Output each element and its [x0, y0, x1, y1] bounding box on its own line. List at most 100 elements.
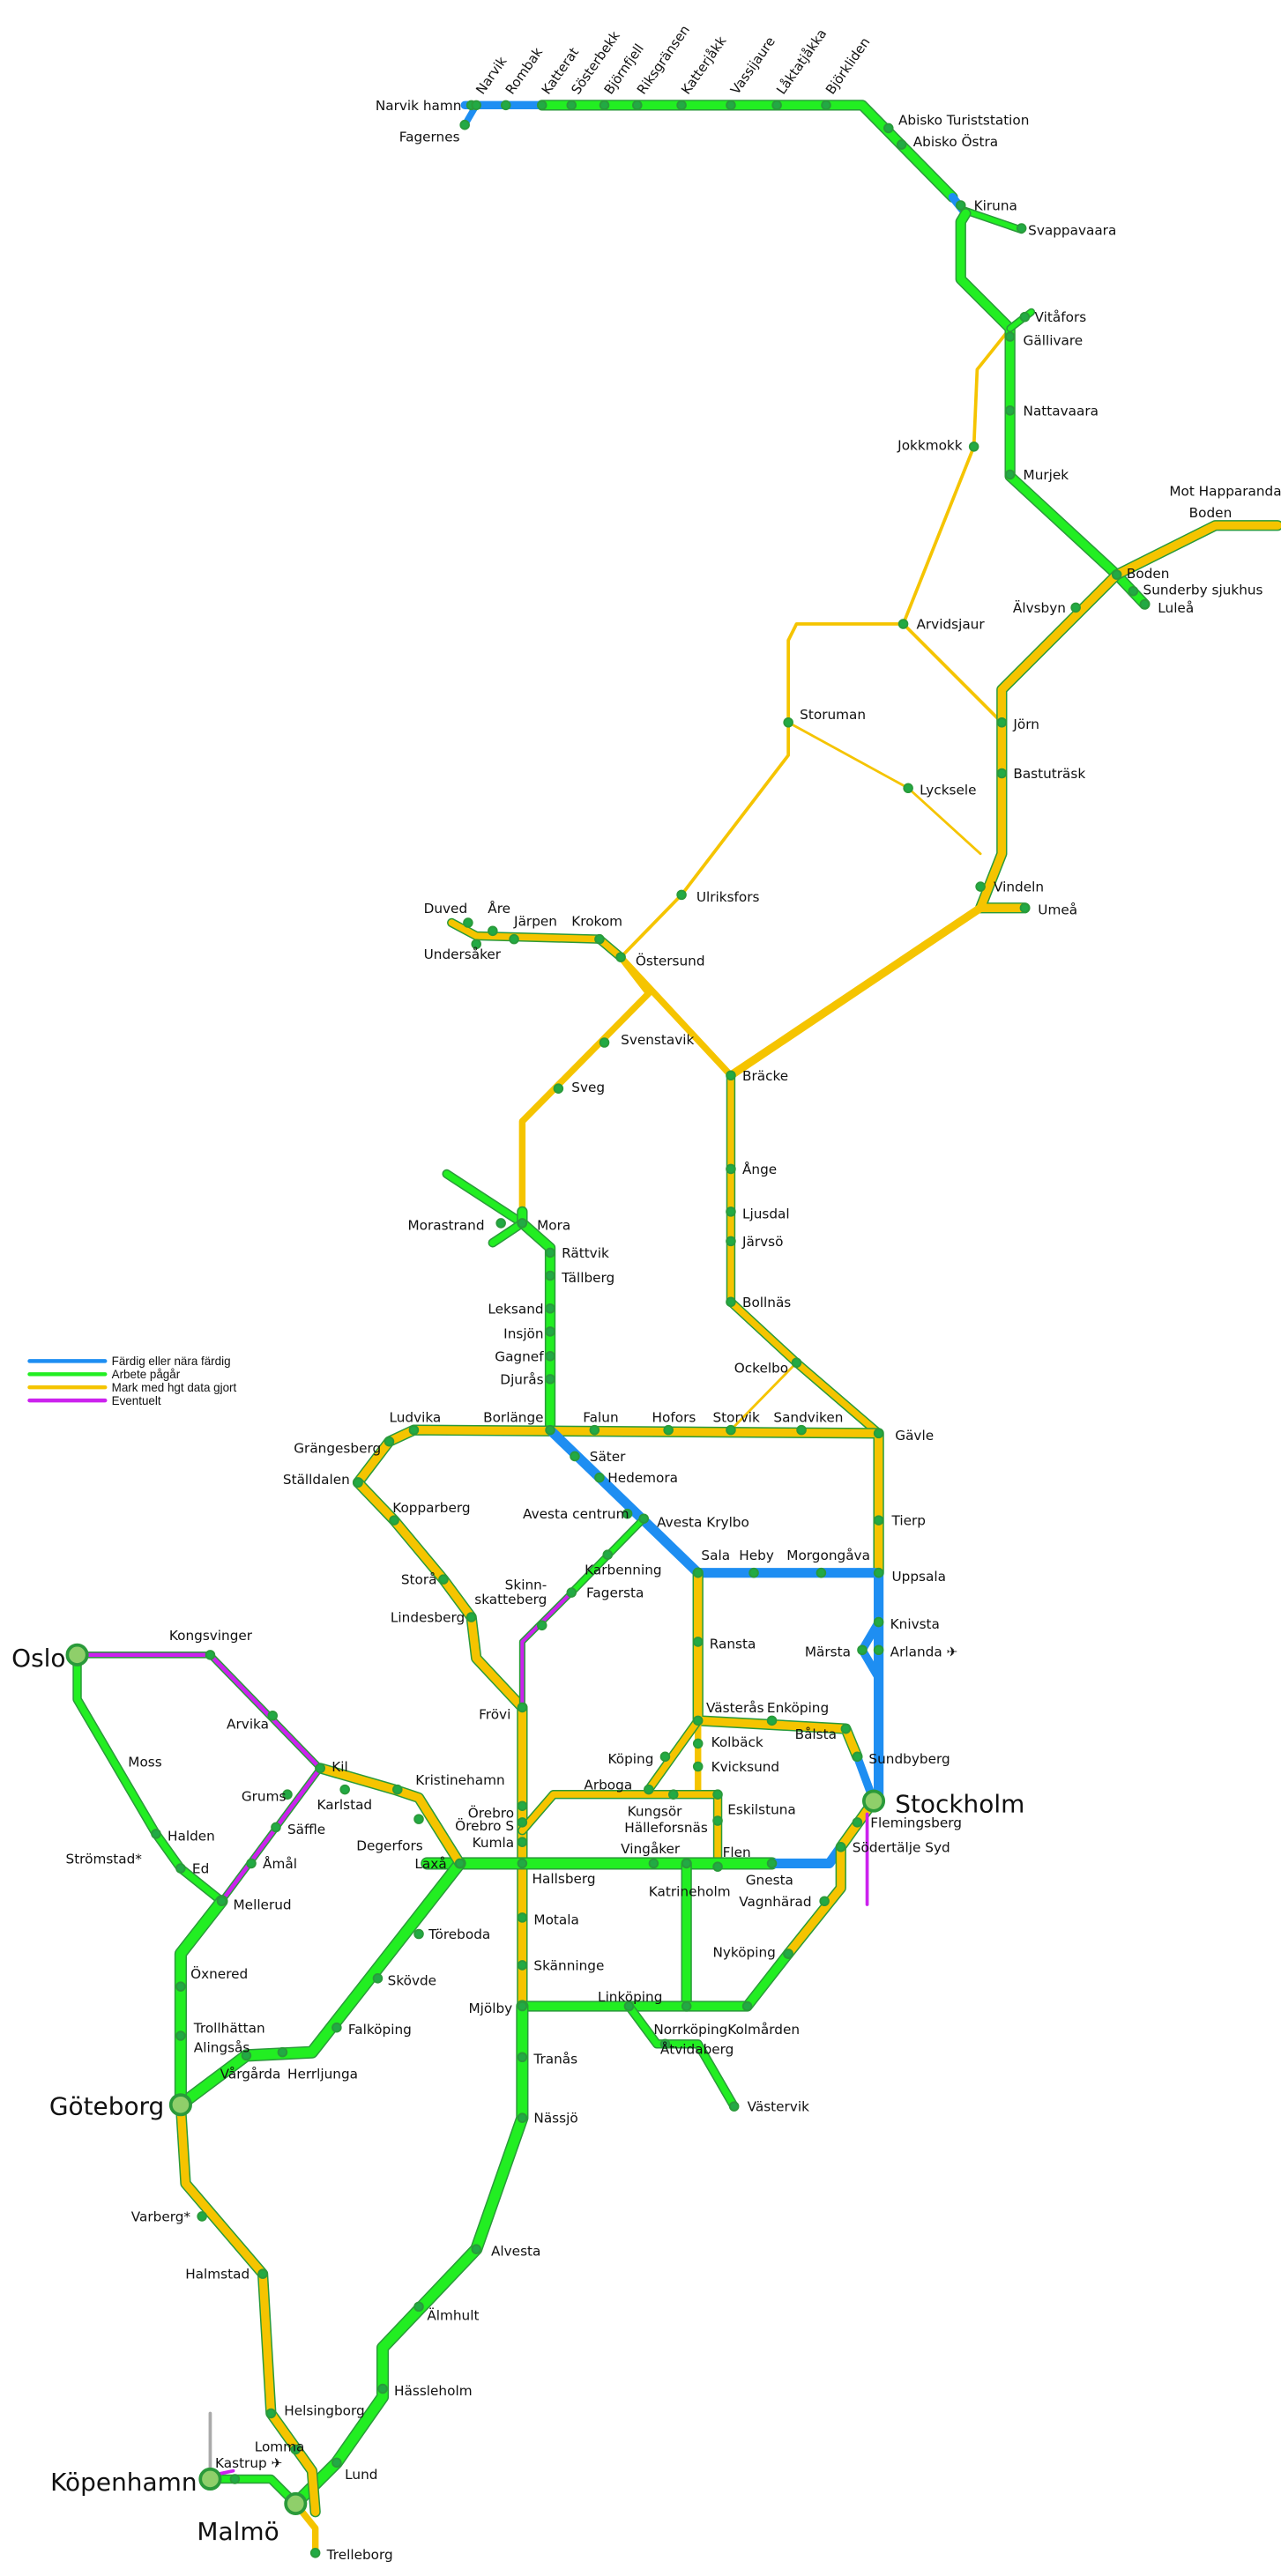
station-bålsta-dot[interactable] [840, 1723, 852, 1734]
station-björkliden-label[interactable]: Björkliden [823, 34, 874, 97]
station-katterjåkk-label[interactable]: Katterjåkk [678, 33, 730, 97]
station-göteborg-label[interactable]: Göteborg [49, 2091, 164, 2120]
station-åtvidaberg-label[interactable]: Åtvidaberg [660, 2041, 734, 2058]
station-säter-dot[interactable] [570, 1451, 580, 1462]
station-lomma-label[interactable]: Lomma [255, 2439, 305, 2454]
station-töreboda-dot[interactable] [413, 1928, 424, 1940]
station-vindeln-label[interactable]: Vindeln [994, 880, 1044, 895]
station-varberg-dot[interactable] [197, 2211, 207, 2222]
station-södertälje-syd-dot[interactable] [835, 1842, 846, 1852]
station-bastuträsk-dot[interactable] [996, 768, 1008, 779]
station-riksgränsen-dot[interactable] [631, 100, 643, 111]
station-leksand-dot[interactable] [545, 1303, 555, 1314]
station-nyköping-dot[interactable] [783, 1949, 793, 1959]
station-töreboda-label[interactable]: Töreboda [428, 1926, 490, 1942]
station-tierp-dot[interactable] [873, 1515, 884, 1526]
station-luleå-label[interactable]: Luleå [1158, 600, 1194, 616]
station-arboga-label[interactable]: Arboga [584, 1778, 632, 1793]
station-kopparberg-label[interactable]: Kopparberg [392, 1500, 470, 1516]
station-hälleforsnäs-label[interactable]: Hälleforsnäs [624, 1820, 708, 1836]
station-rättvik-label[interactable]: Rättvik [562, 1245, 609, 1261]
station-åre-dot[interactable] [488, 925, 498, 937]
station-ockelbo-label[interactable]: Ockelbo [734, 1360, 788, 1376]
station-skänninge-label[interactable]: Skänninge [533, 1958, 604, 1974]
station-nattavaara-label[interactable]: Nattavaara [1024, 403, 1099, 419]
station-hallsberg-label[interactable]: Hallsberg [533, 1871, 596, 1887]
station-gagnef-label[interactable]: Gagnef [495, 1348, 544, 1364]
station-falköping-label[interactable]: Falköping [348, 2022, 412, 2038]
station-halmstad-label[interactable]: Halmstad [185, 2267, 249, 2283]
station-kongsvinger-dot[interactable] [205, 1650, 216, 1660]
station-uppsala-label[interactable]: Uppsala [892, 1569, 946, 1585]
station-ställdalen-label[interactable]: Ställdalen [283, 1472, 350, 1488]
station-arboga-dot[interactable] [644, 1784, 654, 1795]
station-arvidsjaur-dot[interactable] [897, 619, 909, 629]
station-älvsbyn-dot[interactable] [1070, 602, 1081, 613]
station-undersåker-label[interactable]: Undersåker [424, 947, 502, 962]
station-gnesta-dot[interactable] [766, 1858, 778, 1869]
station-kristinehamn-label[interactable]: Kristinehamn [415, 1772, 504, 1788]
station-kumla-dot[interactable] [517, 1837, 528, 1847]
station-säter-label[interactable]: Säter [590, 1449, 626, 1465]
station-helsingborg-dot[interactable] [265, 2408, 277, 2419]
station-linköping-dot[interactable] [623, 2001, 635, 2012]
station-heby-label[interactable]: Heby [739, 1548, 774, 1563]
station-fagersta-label[interactable]: Fagersta [586, 1585, 644, 1601]
station-nyköping-label[interactable]: Nyköping [712, 1945, 775, 1961]
station-degerfors-dot[interactable] [413, 1814, 424, 1824]
station-malmö-label[interactable]: Malmö [197, 2517, 279, 2546]
station-undersåker-dot[interactable] [471, 939, 481, 950]
station-vagnhärad-label[interactable]: Vagnhärad [739, 1894, 811, 1910]
station-grängesberg-label[interactable]: Grängesberg [294, 1441, 381, 1457]
station-trelleborg-dot[interactable] [309, 2548, 321, 2558]
station-umeå-dot[interactable] [1019, 902, 1031, 914]
station-stockholm-label[interactable]: Stockholm [895, 1790, 1024, 1819]
station-säffle-dot[interactable] [271, 1822, 281, 1833]
station-ulriksfors-dot[interactable] [676, 889, 687, 901]
station-västerås-label[interactable]: Västerås [706, 1700, 764, 1716]
station-vassijaure-dot[interactable] [726, 100, 736, 111]
station-borlänge-label[interactable]: Borlänge [483, 1409, 543, 1425]
station-skövde-dot[interactable] [372, 1973, 384, 1984]
station-oslo-dot[interactable] [65, 1643, 89, 1667]
station-frövi-label[interactable]: Frövi [479, 1706, 510, 1722]
station-ulriksfors-label[interactable]: Ulriksfors [696, 889, 760, 905]
station-kolbäck-label[interactable]: Kolbäck [711, 1734, 763, 1750]
station-köpenhamn-dot[interactable] [198, 2467, 222, 2491]
station-laxå-dot[interactable] [454, 1858, 465, 1869]
station-göteborg-dot[interactable] [168, 2093, 192, 2117]
station-sandviken-label[interactable]: Sandviken [773, 1409, 843, 1425]
station-storå-dot[interactable] [438, 1574, 449, 1585]
station-lindesberg-label[interactable]: Lindesberg [391, 1610, 465, 1626]
station-gällivare-dot[interactable] [1004, 331, 1016, 342]
station-narvik-dot[interactable] [471, 100, 481, 111]
station-ed-dot[interactable] [175, 1863, 186, 1874]
station-abisko-turiststation-label[interactable]: Abisko Turiststation [898, 113, 1030, 129]
station-halden-label[interactable]: Halden [168, 1828, 215, 1844]
station-duved-dot[interactable] [463, 917, 473, 928]
station-bräcke-label[interactable]: Bräcke [742, 1068, 788, 1084]
station-mora-dot[interactable] [517, 1218, 528, 1229]
station-björnfjell-dot[interactable] [599, 100, 610, 111]
station-järvsö-dot[interactable] [726, 1236, 736, 1247]
station-kiruna-dot[interactable] [955, 200, 966, 211]
station-frövi-dot[interactable] [517, 1702, 528, 1713]
station-insjön-label[interactable]: Insjön [503, 1325, 543, 1341]
station-bollnäs-dot[interactable] [726, 1296, 736, 1308]
station-kil-dot[interactable] [315, 1763, 326, 1774]
station-duved-label[interactable]: Duved [424, 901, 468, 917]
station-trollhättan-dot[interactable] [175, 2030, 186, 2041]
station-flen-dot[interactable] [712, 1861, 723, 1872]
station-östersund-dot[interactable] [615, 952, 626, 962]
station-kongsvinger-label[interactable]: Kongsvinger [169, 1628, 253, 1644]
station-varberg-label[interactable]: Varberg* [131, 2209, 191, 2225]
station-ludvika-label[interactable]: Ludvika [389, 1409, 441, 1425]
station-vindeln-dot[interactable] [975, 881, 986, 892]
station-vagnhärad-dot[interactable] [819, 1896, 830, 1907]
station-storvik-dot[interactable] [726, 1424, 736, 1436]
station-heby-dot[interactable] [748, 1567, 759, 1578]
station-luleå-dot[interactable] [1139, 598, 1151, 610]
station-fagernes-label[interactable]: Fagernes [399, 129, 460, 145]
station-kiruna-label[interactable]: Kiruna [974, 198, 1017, 214]
station-bollnäs-label[interactable]: Bollnäs [742, 1295, 791, 1310]
